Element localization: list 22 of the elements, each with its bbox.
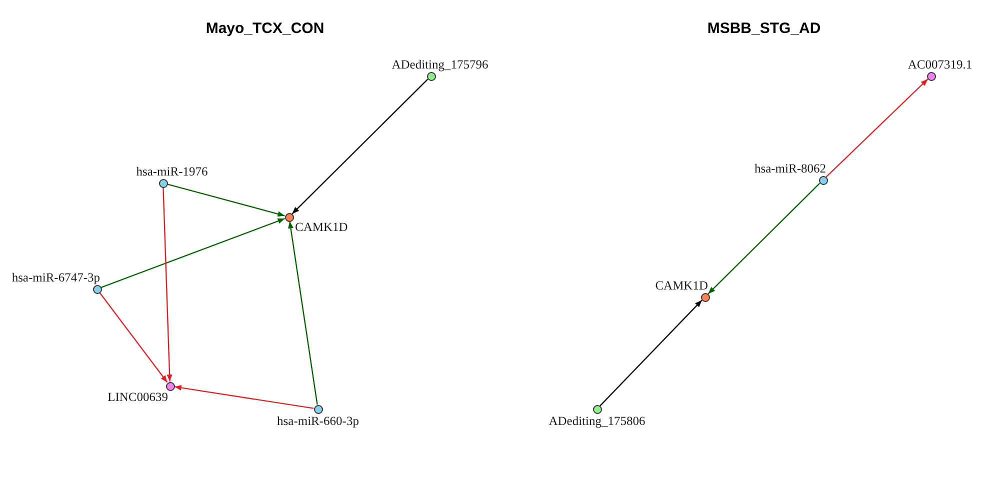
arrow <box>162 187 172 382</box>
arrow <box>174 385 314 409</box>
panel-title: MSBB_STG_AD <box>707 21 821 36</box>
arrow <box>100 218 286 288</box>
arrow <box>99 292 168 383</box>
panel-title: Mayo_TCX_CON <box>206 21 324 36</box>
node-label: LINC00639 <box>108 391 168 404</box>
node-label: hsa-miR-660-3p <box>277 415 359 428</box>
node-label: CAMK1D <box>295 221 348 234</box>
node-label: ADediting_175796 <box>392 58 488 71</box>
node-label: ADediting_175806 <box>548 415 646 428</box>
arrow <box>292 78 428 214</box>
node-label: hsa-miR-1976 <box>136 166 208 178</box>
node-label: AC007319.1 <box>908 58 972 71</box>
node-label: hsa-miR-8062 <box>754 162 826 175</box>
node-label: hsa-miR-6747-3p <box>12 272 100 284</box>
arrow <box>600 300 702 406</box>
arrow <box>708 182 820 294</box>
arrow <box>288 221 318 405</box>
arrow <box>167 184 285 217</box>
node-label: CAMK1D <box>655 280 708 292</box>
arrow <box>826 78 928 178</box>
